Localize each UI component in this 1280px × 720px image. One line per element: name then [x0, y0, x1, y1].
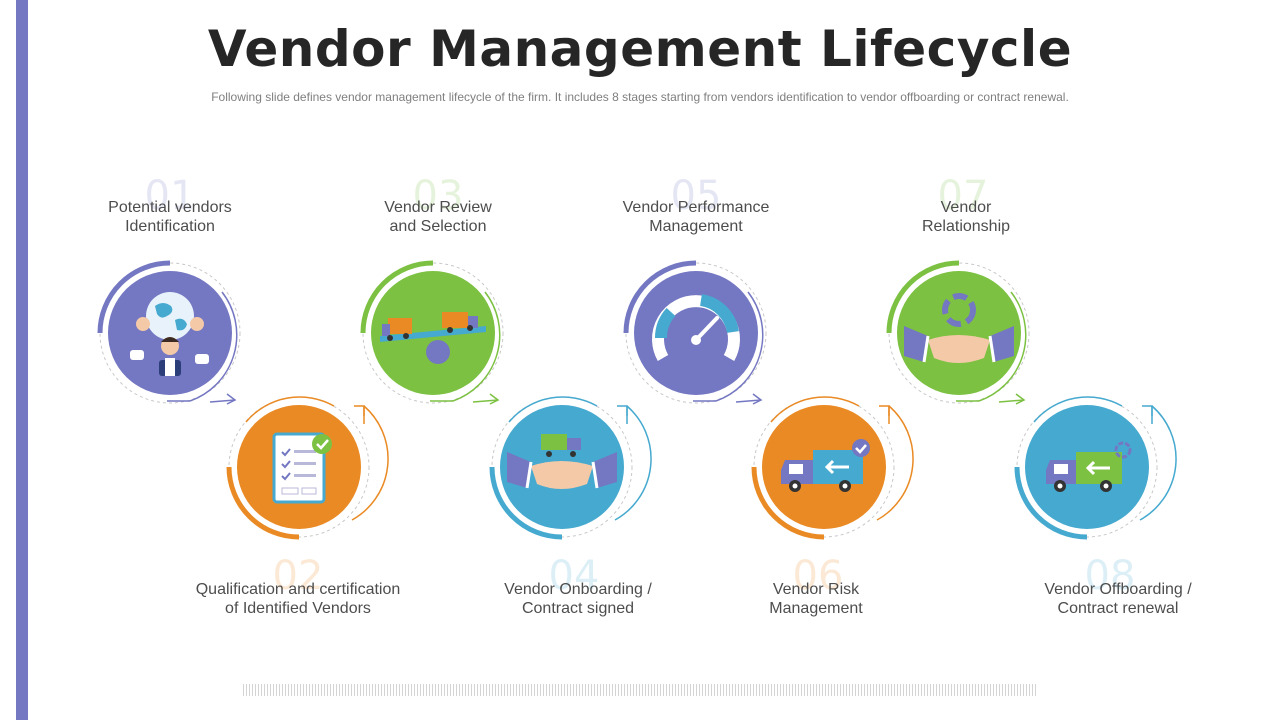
stage-label-line2: Identification — [125, 218, 215, 235]
stage-label: Vendor Offboarding / Contract renewal — [998, 580, 1238, 618]
stage-label: Vendor Risk Management — [696, 580, 936, 618]
stage-label-line1: Vendor Offboarding / — [1044, 581, 1192, 598]
stage-label: Vendor Onboarding / Contract signed — [458, 580, 698, 618]
stage-number: 08 — [1084, 553, 1136, 599]
stage-label-line2: Management — [769, 600, 863, 617]
offboarding-truck-icon — [1046, 441, 1132, 492]
stage-label-line1: Potential vendors — [108, 199, 232, 216]
handshake-icon — [904, 293, 1014, 363]
stage-label-line2: Management — [649, 218, 743, 235]
stage-label-line1: Vendor Risk — [772, 581, 860, 598]
stage-label: Vendor Performance Management — [576, 198, 816, 236]
stage-label: Vendor Relationship — [846, 198, 1086, 236]
stage-label: Potential vendors Identification — [50, 198, 290, 236]
stage-7-circle — [886, 260, 1030, 405]
delivery-truck-icon — [781, 439, 870, 492]
speedometer-icon — [652, 294, 740, 361]
stage-label: Vendor Review and Selection — [318, 198, 558, 236]
stage-number: 02 — [272, 553, 324, 599]
stage-number: 05 — [670, 173, 722, 219]
stage-label-line2: of Identified Vendors — [225, 600, 371, 617]
globe-business-icon — [130, 292, 209, 376]
scale-trucks-icon — [380, 312, 486, 364]
stage-label-line2: Relationship — [921, 218, 1011, 235]
stage-number: 01 — [144, 173, 196, 219]
stage-label-line2: Contract signed — [521, 600, 635, 617]
stage-number: 07 — [937, 173, 989, 219]
stage-1-circle — [97, 260, 241, 405]
stage-6-circle — [751, 396, 914, 540]
stage-3-circle — [360, 260, 504, 405]
stage-label: Qualification and certification of Ident… — [178, 580, 418, 618]
left-accent-bar — [16, 0, 28, 720]
stage-label-line1: Vendor — [940, 199, 992, 216]
stage-5-circle — [623, 260, 767, 405]
stage-label-line1: Vendor Onboarding / — [504, 581, 652, 598]
stage-4-circle — [489, 396, 652, 540]
page-subtitle: Following slide defines vendor managemen… — [211, 90, 1069, 104]
stage-label-line1: Vendor Review — [384, 199, 492, 216]
stage-number: 03 — [412, 173, 464, 219]
stage-number: 04 — [548, 553, 600, 599]
page-title: Vendor Management Lifecycle — [207, 20, 1073, 78]
stage-label-line2: and Selection — [389, 218, 487, 235]
stage-label-line1: Qualification and certification — [195, 581, 401, 598]
checklist-icon — [272, 432, 332, 504]
footer-divider — [243, 684, 1037, 696]
stage-label-line1: Vendor Performance — [622, 199, 770, 216]
stage-2-circle — [226, 396, 389, 540]
stage-number: 06 — [792, 553, 844, 599]
stage-8-circle — [1014, 396, 1177, 540]
stage-label-line2: Contract renewal — [1057, 600, 1179, 617]
handshake-truck-icon — [507, 434, 617, 489]
